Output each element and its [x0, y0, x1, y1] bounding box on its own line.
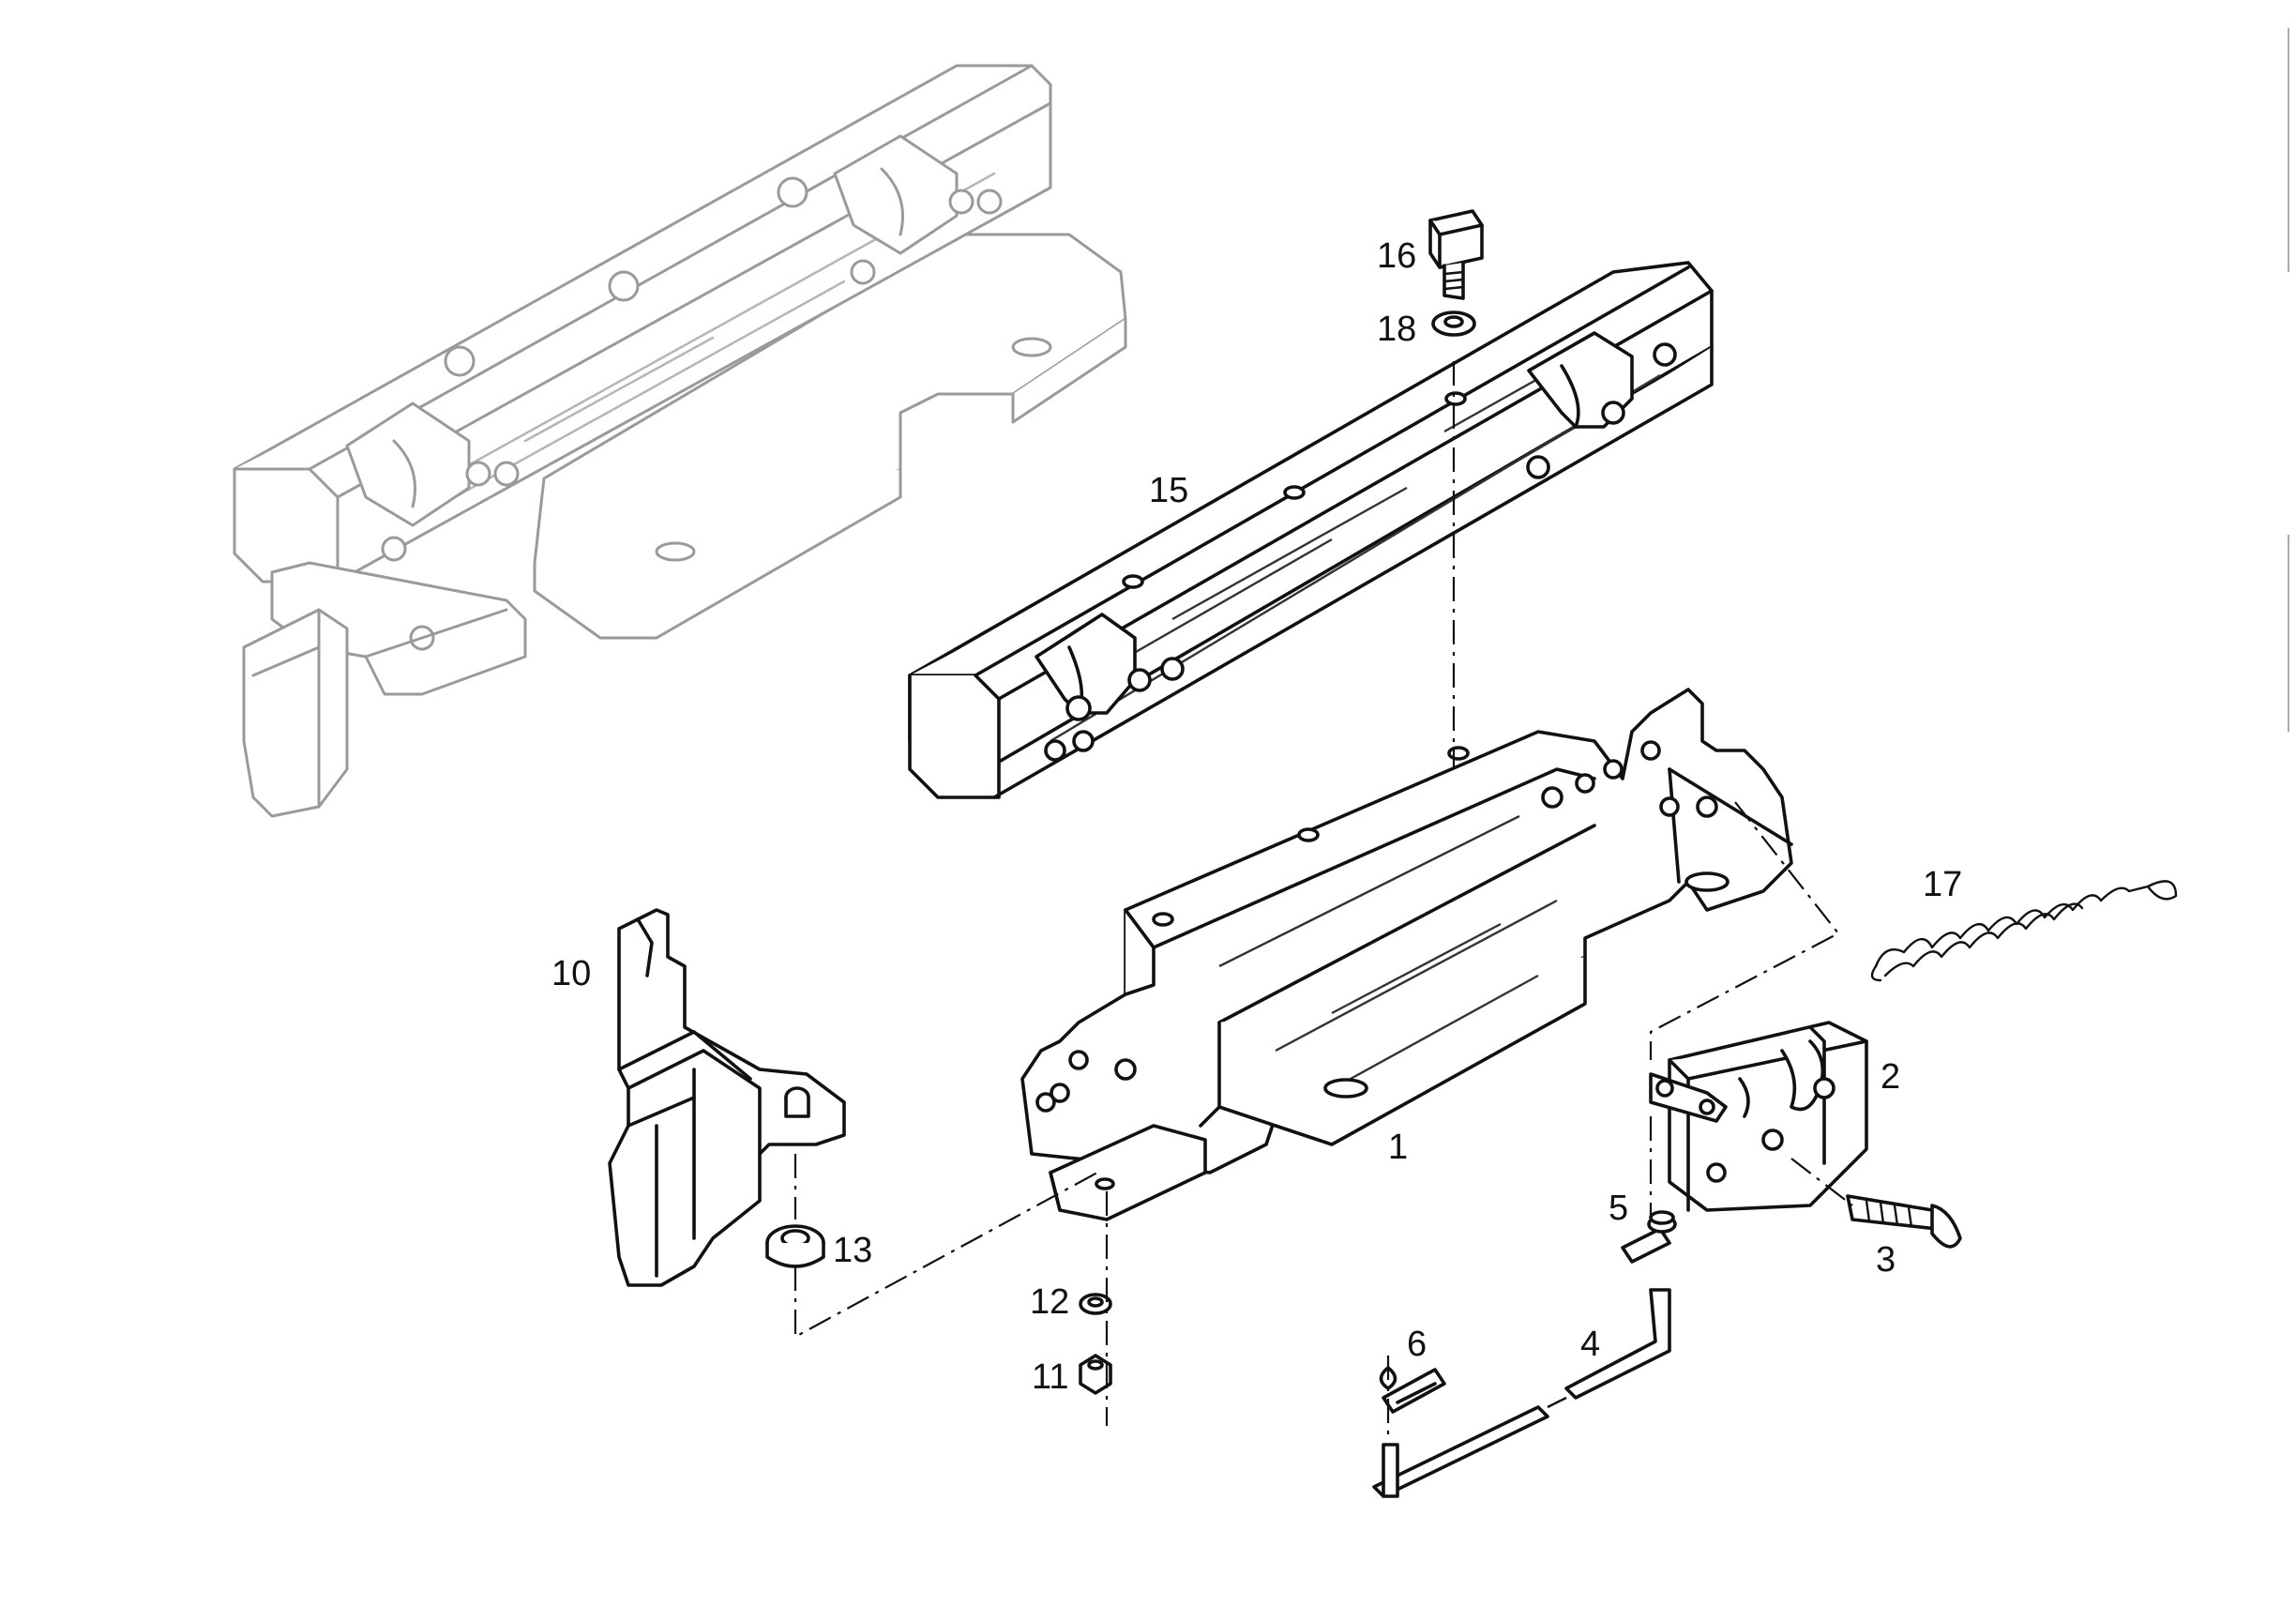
- callout-16: 16: [1377, 236, 1416, 276]
- latch-lever-part-10: [608, 908, 846, 1287]
- wire-rod-part-4: [1372, 1288, 1671, 1498]
- spring-part-17: [1870, 880, 2178, 982]
- washer-part-18: [1431, 311, 1476, 337]
- latch-body-part-2: [1649, 1021, 1868, 1212]
- washer-part-13: [765, 1224, 825, 1268]
- washer-part-12: [1079, 1293, 1112, 1315]
- nut-part-11: [1079, 1354, 1112, 1395]
- callout-labels: 1 2 3 4 5 6 10 11 12 13 15 16 17 18: [551, 236, 1962, 1397]
- callout-6: 6: [1407, 1325, 1427, 1364]
- callout-18: 18: [1377, 310, 1416, 349]
- screw-part-3: [1846, 1194, 1962, 1249]
- base-frame-part-1: [1020, 688, 1793, 1221]
- assembled-view-ghost: [233, 64, 1127, 818]
- clip-part-6: [1379, 1366, 1446, 1414]
- callout-5: 5: [1609, 1189, 1628, 1228]
- callout-1: 1: [1388, 1128, 1408, 1167]
- callout-10: 10: [551, 954, 591, 993]
- pin-part-5: [1621, 1210, 1677, 1264]
- callout-17: 17: [1923, 865, 1962, 904]
- callout-13: 13: [833, 1231, 872, 1270]
- callout-11: 11: [1032, 1357, 1068, 1397]
- callout-3: 3: [1876, 1240, 1896, 1280]
- upper-rail-part-15: [908, 261, 1714, 799]
- callout-4: 4: [1580, 1325, 1600, 1364]
- callout-15: 15: [1149, 471, 1188, 510]
- leader-lines: [793, 361, 1853, 1440]
- callout-12: 12: [1030, 1282, 1069, 1322]
- callout-2: 2: [1881, 1057, 1900, 1097]
- bolt-part-16: [1428, 209, 1484, 300]
